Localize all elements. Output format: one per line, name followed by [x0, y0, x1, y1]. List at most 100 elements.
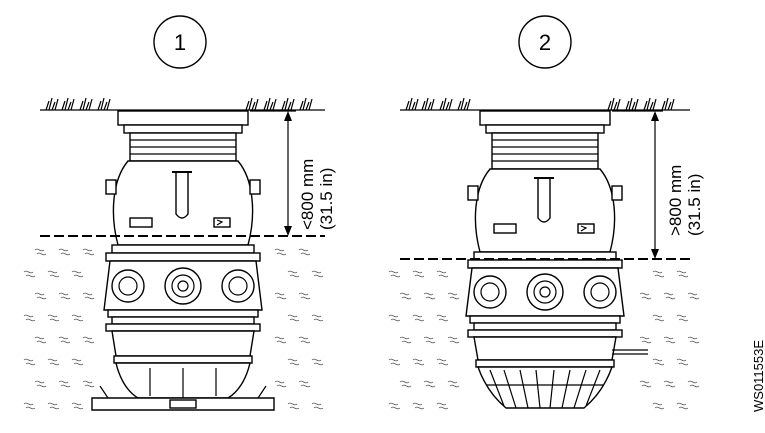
soil-mark	[663, 336, 676, 344]
soil-mark	[23, 402, 36, 410]
soil-mark	[412, 358, 425, 366]
soil-mark	[82, 336, 95, 344]
soil-mark	[71, 270, 84, 278]
soil-mark	[47, 358, 60, 366]
figure-code: WS011553E	[751, 340, 765, 412]
soil-mark	[687, 336, 700, 344]
grass-tuft	[661, 97, 675, 111]
soil-mark	[311, 358, 324, 366]
soil-mark	[298, 380, 311, 388]
soil-mark	[399, 292, 412, 300]
panel-1-dimension-arrow	[250, 110, 296, 236]
soil-mark	[23, 314, 36, 322]
grass-tuft	[643, 97, 657, 111]
soil-mark	[388, 358, 401, 366]
panel-1-number: 1	[174, 30, 186, 55]
soil-mark	[652, 358, 665, 366]
soil-mark	[388, 314, 401, 322]
soil-mark	[298, 336, 311, 344]
soil-mark	[311, 270, 324, 278]
panel-1-measurement: <800 mm	[298, 159, 317, 230]
soil-mark	[436, 358, 449, 366]
soil-mark	[447, 336, 460, 344]
soil-mark	[436, 402, 449, 410]
soil-mark	[82, 248, 95, 256]
grass-tuft	[281, 97, 295, 111]
soil-mark	[663, 380, 676, 388]
grass-tuft	[607, 97, 621, 111]
soil-mark	[287, 314, 300, 322]
soil-mark	[298, 248, 311, 256]
panel-1-number-circle	[153, 15, 207, 69]
soil-mark	[652, 314, 665, 322]
soil-mark	[412, 270, 425, 278]
grass-tuft	[299, 97, 313, 111]
soil-mark	[423, 336, 436, 344]
soil-mark	[274, 380, 287, 388]
soil-mark	[412, 314, 425, 322]
soil-mark	[676, 358, 689, 366]
panel-1-tank	[91, 110, 275, 411]
soil-mark	[399, 336, 412, 344]
panel-2-measurement-imperial: (31.5 in)	[685, 174, 704, 236]
soil-mark	[58, 248, 71, 256]
grass-tuft	[263, 97, 277, 111]
soil-mark	[71, 358, 84, 366]
soil-mark	[388, 270, 401, 278]
soil-mark	[274, 248, 287, 256]
panel-2-ground-surface	[400, 97, 690, 111]
soil-mark	[676, 402, 689, 410]
soil-mark	[34, 292, 47, 300]
soil-mark	[58, 380, 71, 388]
grass-tuft	[61, 97, 75, 111]
soil-mark	[423, 380, 436, 388]
soil-mark	[71, 314, 84, 322]
grass-tuft	[245, 97, 259, 111]
panel-1-measurement-imperial: (31.5 in)	[317, 168, 336, 230]
panel-2-number: 2	[539, 30, 551, 55]
soil-mark	[687, 380, 700, 388]
soil-mark	[663, 292, 676, 300]
soil-mark	[34, 336, 47, 344]
soil-mark	[412, 402, 425, 410]
panel-1: 1	[23, 15, 336, 411]
soil-mark	[311, 314, 324, 322]
soil-mark	[436, 314, 449, 322]
panel-2-ribbed-base	[477, 366, 613, 409]
soil-mark	[47, 270, 60, 278]
panel-1-ground-surface	[40, 97, 325, 111]
soil-mark	[399, 380, 412, 388]
grass-tuft	[405, 97, 419, 111]
grass-tuft	[45, 97, 59, 111]
panel-2-measurement: >800 mm	[666, 165, 685, 236]
grass-tuft	[457, 97, 471, 111]
soil-mark	[71, 402, 84, 410]
soil-mark	[23, 358, 36, 366]
soil-mark	[82, 292, 95, 300]
soil-mark	[298, 292, 311, 300]
grass-tuft	[97, 97, 111, 111]
soil-mark	[388, 402, 401, 410]
panel-2: 2	[388, 15, 704, 410]
grass-tuft	[439, 97, 453, 111]
soil-mark	[287, 402, 300, 410]
soil-mark	[423, 292, 436, 300]
soil-mark	[58, 292, 71, 300]
soil-mark	[447, 380, 460, 388]
grass-tuft	[625, 97, 639, 111]
soil-mark	[652, 270, 665, 278]
grass-tuft	[421, 97, 435, 111]
soil-mark	[23, 270, 36, 278]
soil-mark	[47, 402, 60, 410]
soil-mark	[47, 314, 60, 322]
soil-mark	[82, 380, 95, 388]
soil-mark	[687, 292, 700, 300]
soil-mark	[639, 292, 652, 300]
grass-tuft	[79, 97, 93, 111]
soil-mark	[274, 336, 287, 344]
soil-mark	[676, 314, 689, 322]
soil-mark	[287, 358, 300, 366]
soil-mark	[639, 336, 652, 344]
soil-mark	[34, 380, 47, 388]
